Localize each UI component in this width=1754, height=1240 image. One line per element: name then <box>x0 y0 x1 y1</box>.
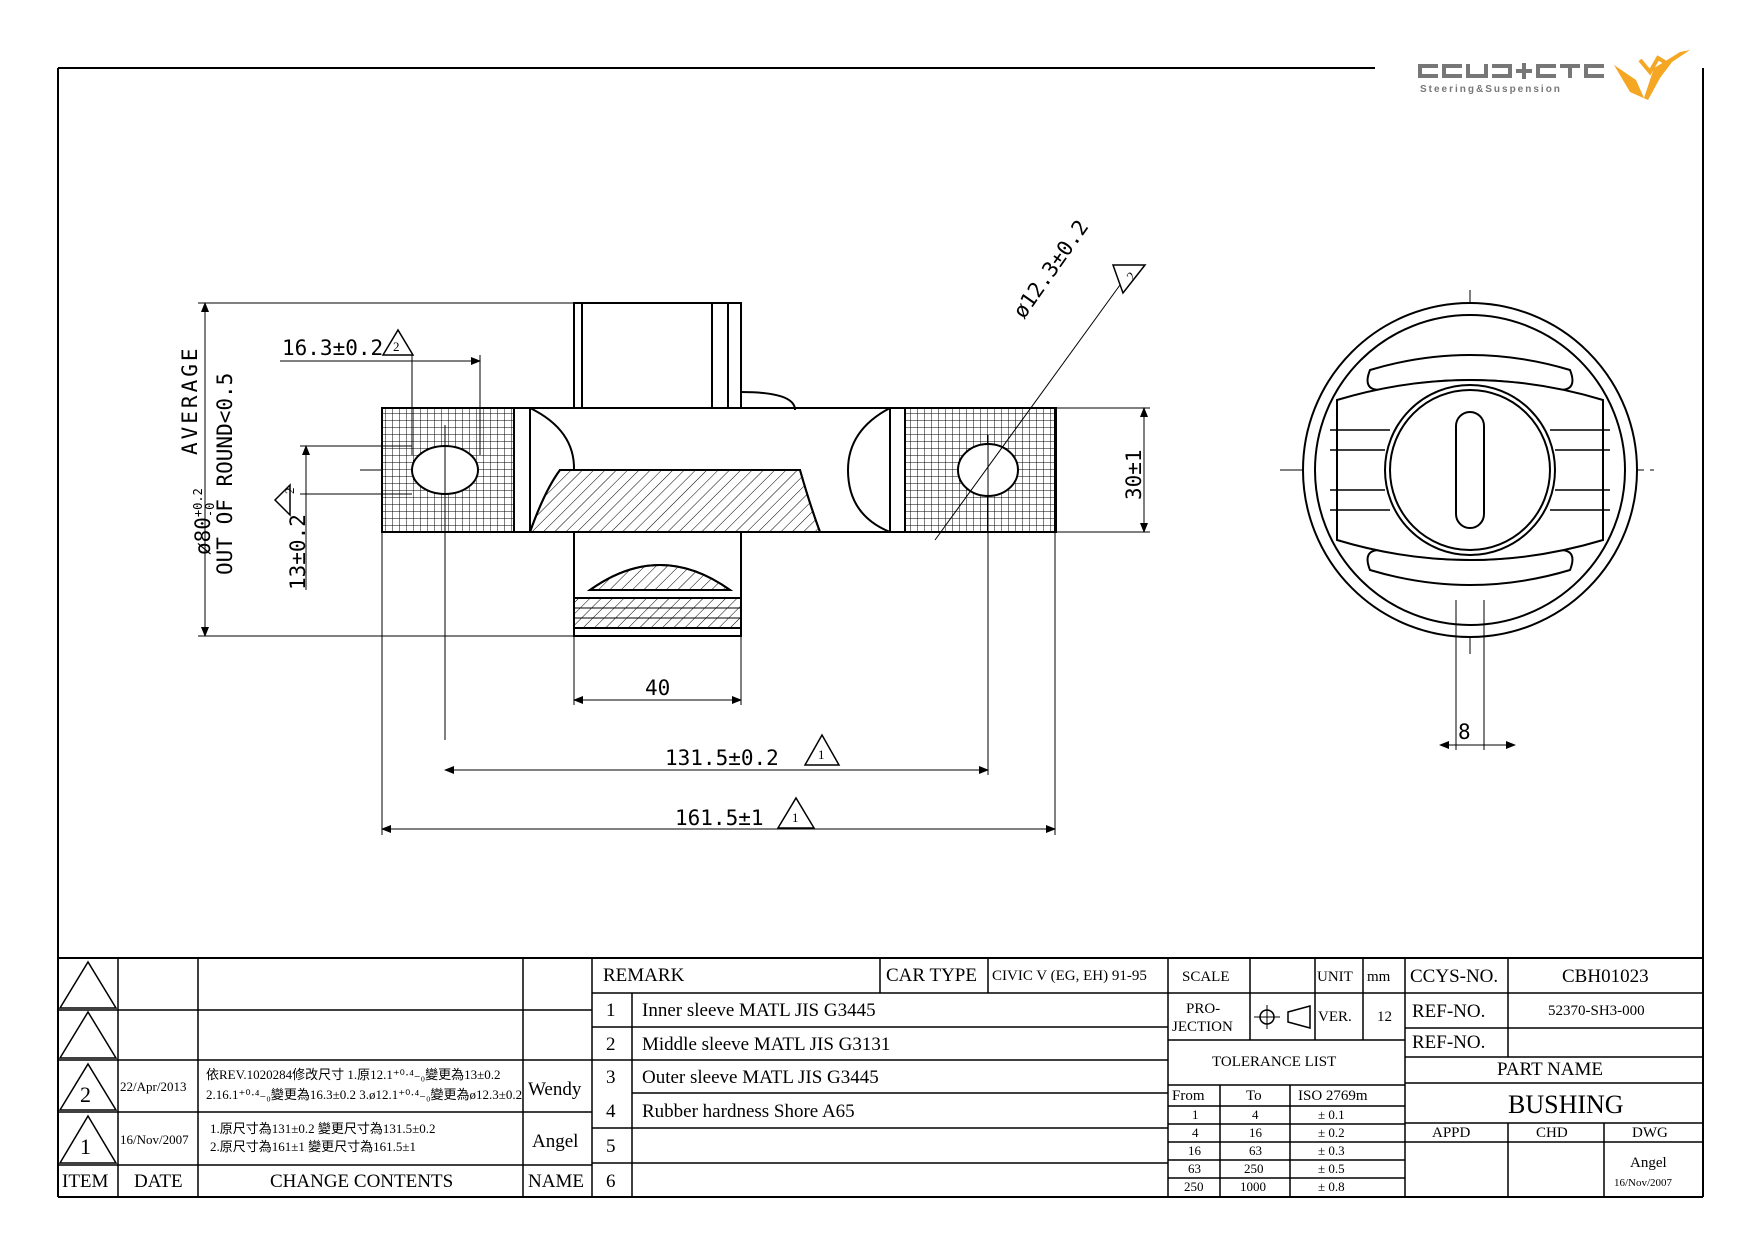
remark-no-4: 4 <box>606 1101 616 1122</box>
tolerance-title: TOLERANCE LIST <box>1212 1054 1337 1070</box>
remark-no-1: 1 <box>606 1000 616 1021</box>
tol-val-4: ± 0.5 <box>1318 1161 1345 1176</box>
remark-text-1: Inner sleeve MATL JIS G3445 <box>642 1000 876 1021</box>
chd-label: CHD <box>1536 1125 1568 1141</box>
dim-40: 40 <box>645 676 671 700</box>
tol-to-2: 16 <box>1249 1125 1262 1140</box>
remark-text-3: Outer sleeve MATL JIS G3445 <box>642 1067 879 1088</box>
dim-average: AVERAGE <box>178 345 202 455</box>
remark-label: REMARK <box>603 965 685 986</box>
rev-item-2: 2 <box>80 1082 91 1107</box>
part-name-value: BUSHING <box>1508 1090 1624 1119</box>
tol-val-1: ± 0.1 <box>1318 1107 1345 1122</box>
dim-13: 13±0.2 <box>286 514 310 590</box>
tol-header-iso: ISO 2769m <box>1298 1088 1368 1104</box>
tol-val-2: ± 0.2 <box>1318 1125 1345 1140</box>
tol-from-4: 63 <box>1188 1161 1201 1176</box>
ref-no-label: REF-NO. <box>1412 1001 1486 1022</box>
scale-label: SCALE <box>1182 969 1230 985</box>
part-name-label: PART NAME <box>1497 1059 1604 1080</box>
marker-1-a: 1 <box>818 747 825 762</box>
tol-to-3: 63 <box>1249 1143 1262 1158</box>
svg-text:Steering&Suspension: Steering&Suspension <box>1420 84 1562 95</box>
tol-to-1: 4 <box>1252 1107 1259 1122</box>
front-view <box>360 284 1121 775</box>
dim-out-of-round: OUT OF ROUND<0.5 <box>213 372 237 575</box>
appd-label: APPD <box>1432 1125 1471 1141</box>
company-logo: Steering&Suspension <box>1418 50 1690 100</box>
rev-date-1: 16/Nov/2007 <box>120 1132 189 1147</box>
marker-1-b: 1 <box>792 810 799 825</box>
side-view <box>1280 290 1660 750</box>
dwg-name: Angel <box>1630 1155 1667 1171</box>
ref-no2-label: REF-NO. <box>1412 1032 1486 1053</box>
remark-no-2: 2 <box>606 1034 616 1055</box>
ref-no-value: 52370-SH3-000 <box>1548 1003 1645 1019</box>
unit-label: UNIT <box>1317 969 1353 985</box>
dim-80-value: ø80 <box>191 517 215 555</box>
tol-from-5: 250 <box>1184 1179 1204 1194</box>
rev-item-1: 1 <box>80 1134 91 1159</box>
remark-no-5: 5 <box>606 1136 616 1157</box>
dimension-lines <box>198 302 1516 835</box>
dwg-date: 16/Nov/2007 <box>1614 1177 1673 1189</box>
marker-2-a: 2 <box>393 339 400 354</box>
rev-change-1-line1: 1.原尺寸為131±0.2 變更尺寸為131.5±0.2 <box>210 1121 436 1136</box>
header-item: ITEM <box>62 1171 109 1192</box>
revision-markers <box>273 264 1147 829</box>
header-name: NAME <box>528 1171 584 1192</box>
car-type-value: CIVIC V (EG, EH) 91-95 <box>992 968 1147 984</box>
projection-line2: JECTION <box>1172 1019 1233 1035</box>
remark-text-2: Middle sleeve MATL JIS G3131 <box>642 1034 891 1055</box>
dim-131-5: 131.5±0.2 <box>665 746 779 770</box>
rev-change-2-line1: 依REV.1020284修改尺寸 1.原12.1⁺⁰·⁴₋₀變更為13±0.2 <box>206 1067 501 1082</box>
unit-value: mm <box>1367 969 1391 985</box>
tol-header-from: From <box>1172 1088 1205 1104</box>
rev-date-2: 22/Apr/2013 <box>120 1079 187 1094</box>
ccys-no-value: CBH01023 <box>1562 966 1649 987</box>
title-block-grid <box>58 958 1703 1197</box>
dim-8: 8 <box>1458 720 1471 744</box>
rev-change-2-line2: 2.16.1⁺⁰·⁴₋₀變更為16.3±0.2 3.ø12.1⁺⁰·⁴₋₀變更為… <box>206 1087 523 1102</box>
tol-from-3: 16 <box>1188 1143 1201 1158</box>
projection-line1: PRO- <box>1186 1001 1221 1017</box>
tol-to-5: 1000 <box>1240 1179 1266 1194</box>
dim-30: 30±1 <box>1122 449 1146 500</box>
dim-161-5: 161.5±1 <box>675 806 764 830</box>
header-change-contents: CHANGE CONTENTS <box>270 1171 454 1192</box>
dwg-label: DWG <box>1632 1125 1668 1141</box>
dim-16-3: 16.3±0.2 <box>282 336 384 360</box>
rev-name-2: Wendy <box>528 1079 582 1100</box>
sheet-frame <box>57 67 1704 1198</box>
rev-name-1: Angel <box>532 1131 579 1152</box>
tol-val-3: ± 0.3 <box>1318 1143 1345 1158</box>
marker-2-b: 2 <box>282 487 297 495</box>
tol-val-5: ± 0.8 <box>1318 1179 1345 1194</box>
tol-header-to: To <box>1246 1088 1262 1104</box>
ver-label: VER. <box>1318 1009 1352 1025</box>
ver-value: 12 <box>1377 1009 1392 1025</box>
car-type-label: CAR TYPE <box>886 965 977 986</box>
rev-change-1-line2: 2.原尺寸為161±1 變更尺寸為161.5±1 <box>210 1139 417 1154</box>
tol-from-1: 1 <box>1192 1107 1199 1122</box>
tol-to-4: 250 <box>1244 1161 1264 1176</box>
tol-from-2: 4 <box>1192 1125 1199 1140</box>
remark-no-3: 3 <box>606 1067 616 1088</box>
header-date: DATE <box>134 1171 183 1192</box>
ccys-no-label: CCYS-NO. <box>1410 966 1499 987</box>
remark-no-6: 6 <box>606 1171 616 1192</box>
remark-text-4: Rubber hardness Shore A65 <box>642 1101 855 1122</box>
